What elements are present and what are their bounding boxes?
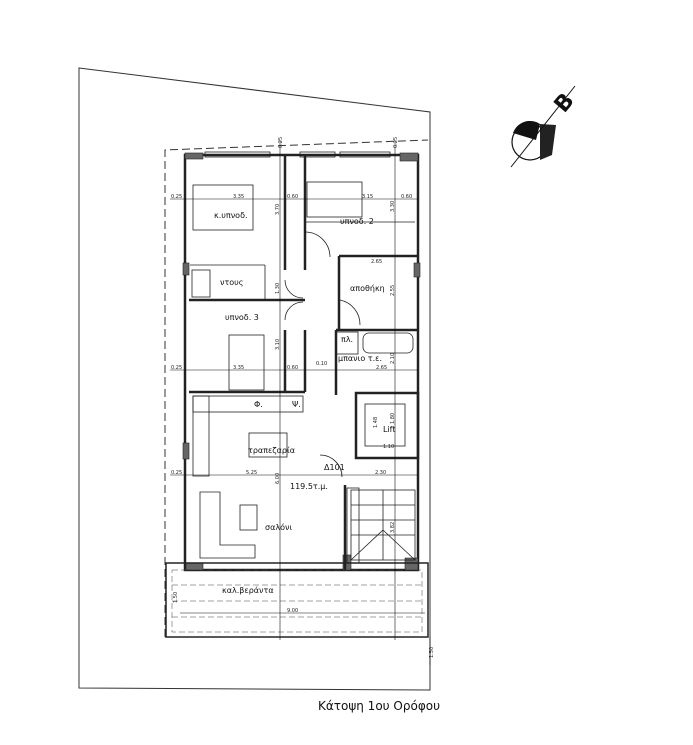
dimension: 1.80 xyxy=(390,413,396,424)
label-veranda: καλ.βεράντα xyxy=(222,586,274,595)
drawing-title: Κάτοψη 1ου Ορόφου xyxy=(318,699,440,713)
dimension: 3.15 xyxy=(362,194,373,200)
window xyxy=(339,151,391,158)
label-bedroom-3: υπνοδ. 3 xyxy=(225,313,259,322)
dimension: 1.50 xyxy=(429,647,435,658)
label-lift: Lift xyxy=(383,425,396,434)
label-dining: τραπεζαρία xyxy=(248,446,295,455)
dimension-labels: 0.25 3.35 0.60 3.15 0.60 3.70 3.30 2.65 … xyxy=(171,137,435,658)
dimension: 2.65 xyxy=(371,259,382,265)
setback-line xyxy=(164,139,429,637)
label-fridge: Ψ. xyxy=(292,400,301,409)
kitchen-counter xyxy=(192,395,304,413)
dimension: 3.30 xyxy=(390,201,396,212)
label-ensuite-bath: μπανιο τ.ε. xyxy=(338,354,382,363)
sofa xyxy=(199,491,256,559)
dimension: 1.30 xyxy=(275,283,281,294)
label-master-bedroom: κ.υπνοδ. xyxy=(214,211,248,220)
double-bed xyxy=(228,334,265,391)
shower-tray xyxy=(191,269,211,298)
dimension: 0.25 xyxy=(278,137,284,148)
dimension: 0.25 xyxy=(171,194,182,200)
label-laundry: πλ. xyxy=(341,335,353,344)
coffee-table xyxy=(239,504,258,531)
window xyxy=(204,151,271,158)
kitchen-counter xyxy=(192,395,210,477)
dimension: 2.55 xyxy=(390,285,396,296)
dimension: 3.35 xyxy=(233,194,244,200)
column xyxy=(182,442,190,460)
dimension: 2.10 xyxy=(390,353,396,364)
label-bedroom-2: υπνοδ. 2 xyxy=(340,217,374,226)
dimension: 0.25 xyxy=(393,137,399,148)
label-unit-area: 119.5τ.μ. xyxy=(290,482,328,491)
bathtub xyxy=(362,332,414,354)
dimension: 9.00 xyxy=(287,608,298,614)
dimension: 0.60 xyxy=(287,194,298,200)
dimension: 2.30 xyxy=(375,470,386,476)
double-bed xyxy=(306,181,363,218)
dimension: 3.10 xyxy=(275,339,281,350)
label-living: σαλόνι xyxy=(265,522,292,532)
label-shower: ντους xyxy=(220,278,244,287)
north-arrow: B xyxy=(510,85,580,168)
veranda xyxy=(165,562,429,638)
dimension: 1.50 xyxy=(173,592,179,603)
entrance-door[interactable] xyxy=(346,487,360,564)
dimension: 0.60 xyxy=(401,194,412,200)
dimension: 3.35 xyxy=(233,365,244,371)
label-oven: Φ. xyxy=(254,400,263,409)
washing-machine xyxy=(335,331,359,355)
column xyxy=(185,562,204,571)
staircase xyxy=(350,489,416,561)
column xyxy=(182,262,190,276)
dimension: 3.70 xyxy=(275,204,281,215)
dining-table xyxy=(248,432,288,458)
column xyxy=(184,152,204,160)
dimension: 0.25 xyxy=(171,470,182,476)
lift-shaft xyxy=(354,391,420,460)
dimension: 0.60 xyxy=(287,365,298,371)
north-label: B xyxy=(550,89,580,118)
double-bed xyxy=(192,184,254,231)
site-boundary xyxy=(78,67,431,691)
column xyxy=(399,152,419,162)
dimension: 3.82 xyxy=(390,522,396,533)
label-storage: αποθήκη xyxy=(350,284,385,293)
dimension: 5.25 xyxy=(246,470,257,476)
dimension: 1.10 xyxy=(383,444,394,450)
dimension: 0.25 xyxy=(171,365,182,371)
dimension: 0.10 xyxy=(316,361,327,367)
dimension: 6.00 xyxy=(275,473,281,484)
dimension: 2.65 xyxy=(376,365,387,371)
window xyxy=(299,151,336,158)
label-unit-code: Δ101 xyxy=(324,463,345,472)
column xyxy=(413,262,421,278)
dimension: 1.48 xyxy=(373,417,379,428)
